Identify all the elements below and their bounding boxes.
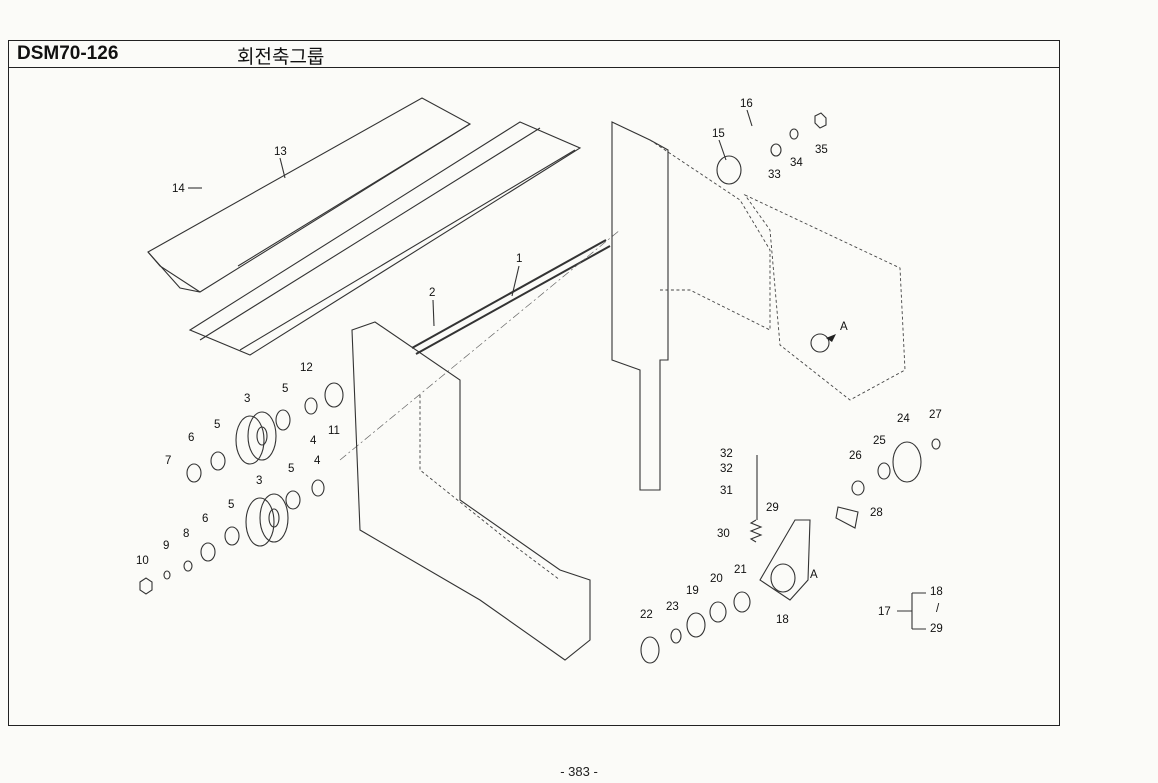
pulley-3-upper <box>235 411 277 465</box>
callout-5: 5 <box>228 499 234 511</box>
callout-18: 18 <box>930 586 943 598</box>
callout-13: 13 <box>274 146 287 158</box>
callout-21: 21 <box>734 564 747 576</box>
callout-19: 19 <box>686 585 699 597</box>
leader-lines <box>188 109 926 630</box>
callout-32: 32 <box>720 463 733 475</box>
callout-5: 5 <box>214 419 220 431</box>
callout-17: 17 <box>878 606 891 618</box>
header-bar: DSM70-126 회전축그룹 <box>9 41 1059 68</box>
callout-6: 6 <box>188 432 194 444</box>
callout-27: 27 <box>929 409 942 421</box>
callout-5: 5 <box>282 383 288 395</box>
callout-31: 31 <box>720 485 733 497</box>
view-label-a: A <box>840 321 848 333</box>
callout-18: 18 <box>776 614 789 626</box>
callout-8: 8 <box>183 528 189 540</box>
callout-4: 4 <box>310 435 317 447</box>
callout-15: 15 <box>712 128 725 140</box>
callout-20: 20 <box>710 573 723 585</box>
callout-32: 32 <box>720 448 733 460</box>
callout-7: 7 <box>165 455 171 467</box>
callout-3: 3 <box>256 475 262 487</box>
callout-29: 29 <box>930 623 943 635</box>
view-label-a: A <box>810 569 818 581</box>
separator-slash: / <box>936 603 940 615</box>
callout-23: 23 <box>666 601 679 613</box>
callout-4: 4 <box>314 455 321 467</box>
callout-30: 30 <box>717 528 730 540</box>
callout-1: 1 <box>516 253 522 265</box>
cover-plate-13 <box>147 97 472 293</box>
callout-25: 25 <box>873 435 886 447</box>
pulley-3-lower <box>245 493 289 547</box>
callout-3: 3 <box>244 393 250 405</box>
shaft-1 <box>339 229 621 461</box>
callout-2: 2 <box>429 287 435 299</box>
diagram-code: DSM70-126 <box>17 43 119 64</box>
callout-12: 12 <box>300 362 313 374</box>
left-frame <box>351 321 591 661</box>
right-plate <box>743 193 906 401</box>
small-parts <box>139 112 941 664</box>
callout-5: 5 <box>288 463 294 475</box>
upper-rail <box>188 121 582 356</box>
callout-29: 29 <box>766 502 779 514</box>
view-arrow-a <box>826 334 836 342</box>
page-number: - 383 - <box>560 764 598 779</box>
callout-9: 9 <box>163 540 169 552</box>
callout-35: 35 <box>815 144 828 156</box>
callout-16: 16 <box>740 98 753 110</box>
callout-33: 33 <box>768 169 781 181</box>
callout-24: 24 <box>897 413 910 425</box>
center-frame <box>611 121 771 491</box>
callout-26: 26 <box>849 450 862 462</box>
diagram-title: 회전축그룹 <box>237 46 325 68</box>
callout-11: 11 <box>328 425 340 437</box>
callout-14: 14 <box>172 183 185 195</box>
callout-10: 10 <box>136 555 149 567</box>
callout-34: 34 <box>790 157 803 169</box>
diagram-frame: DSM70-126 회전축그룹 <box>8 40 1060 726</box>
callout-6: 6 <box>202 513 208 525</box>
callout-labels: 1 2 3 3 4 4 5 5 5 5 6 6 7 8 9 10 11 12 1… <box>136 98 943 635</box>
callout-22: 22 <box>640 609 653 621</box>
callout-28: 28 <box>870 507 883 519</box>
